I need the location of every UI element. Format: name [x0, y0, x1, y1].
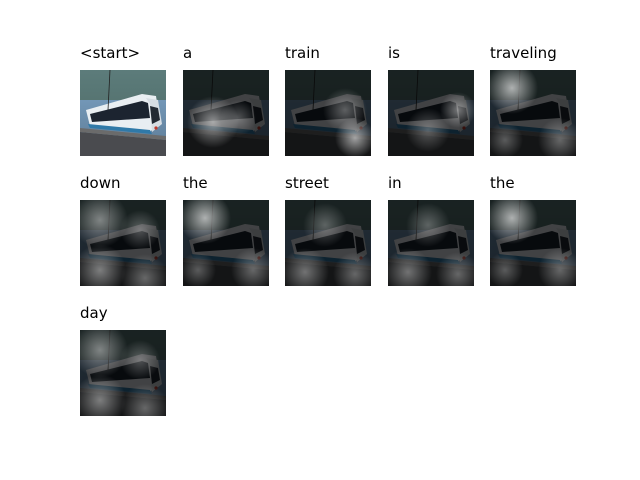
caption-word: in — [388, 174, 402, 192]
caption-word: the — [183, 174, 208, 192]
caption-word: day — [80, 304, 108, 322]
caption-word: <start> — [80, 44, 141, 62]
source-image — [80, 70, 166, 156]
caption-word: train — [285, 44, 320, 62]
caption-word: a — [183, 44, 193, 62]
attention-map-image — [80, 200, 166, 286]
caption-word: traveling — [490, 44, 557, 62]
attention-map-image — [183, 200, 269, 286]
caption-word: down — [80, 174, 121, 192]
caption-word: street — [285, 174, 329, 192]
attention-map-image — [80, 330, 166, 416]
attention-map-image — [388, 70, 474, 156]
attention-map-image — [183, 70, 269, 156]
attention-map-image — [490, 200, 576, 286]
attention-map-image — [490, 70, 576, 156]
attention-map-image — [285, 200, 371, 286]
caption-word: the — [490, 174, 515, 192]
attention-map-image — [388, 200, 474, 286]
caption-word: is — [388, 44, 400, 62]
attention-map-image — [285, 70, 371, 156]
